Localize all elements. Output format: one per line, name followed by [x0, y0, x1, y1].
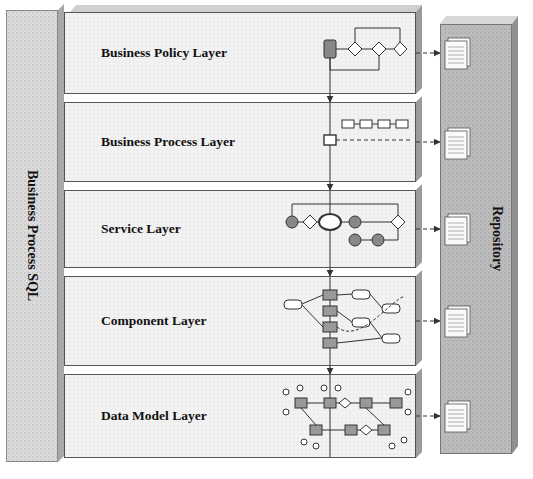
layer-title: Service Layer — [65, 221, 181, 237]
layer-box: Component Layer — [64, 276, 416, 366]
dashed-arrow — [416, 415, 440, 416]
flow-arrow — [329, 366, 330, 374]
layer-box: Data Model Layer — [64, 374, 416, 458]
repo-top — [440, 16, 518, 24]
service-flow — [286, 190, 405, 268]
data-model-flow — [283, 374, 411, 458]
dashed-arrow — [416, 320, 440, 321]
flow-arrow — [329, 182, 330, 190]
layer-title: Business Process Layer — [65, 134, 235, 150]
policy-flow — [324, 28, 407, 94]
process-flow — [324, 102, 410, 182]
layer-title: Component Layer — [65, 313, 206, 329]
layer-title: Business Process SQL — [24, 170, 40, 301]
sidebar-fill — [6, 10, 58, 462]
layer-title: Business Policy Layer — [65, 45, 227, 61]
layer-box: Business Process Layer — [64, 102, 416, 182]
flow-arrow — [329, 94, 330, 102]
flow-arrow — [329, 268, 330, 276]
layer-title: Data Model Layer — [65, 408, 207, 424]
component-flow — [284, 276, 405, 366]
repo-depth — [512, 16, 518, 454]
dashed-arrow — [416, 228, 440, 229]
layer-fills — [64, 5, 422, 458]
layer-box: Business Policy Layer — [64, 12, 416, 94]
repository-documents — [445, 38, 470, 432]
repo-fill — [440, 24, 512, 454]
layer-box: Service Layer — [64, 190, 416, 268]
dashed-arrow — [416, 52, 440, 53]
dashed-arrow — [416, 141, 440, 142]
side-bar: Business Process SQL — [6, 10, 58, 462]
repository-bar: Repository — [440, 24, 512, 454]
layer-title: Repository — [489, 206, 505, 271]
